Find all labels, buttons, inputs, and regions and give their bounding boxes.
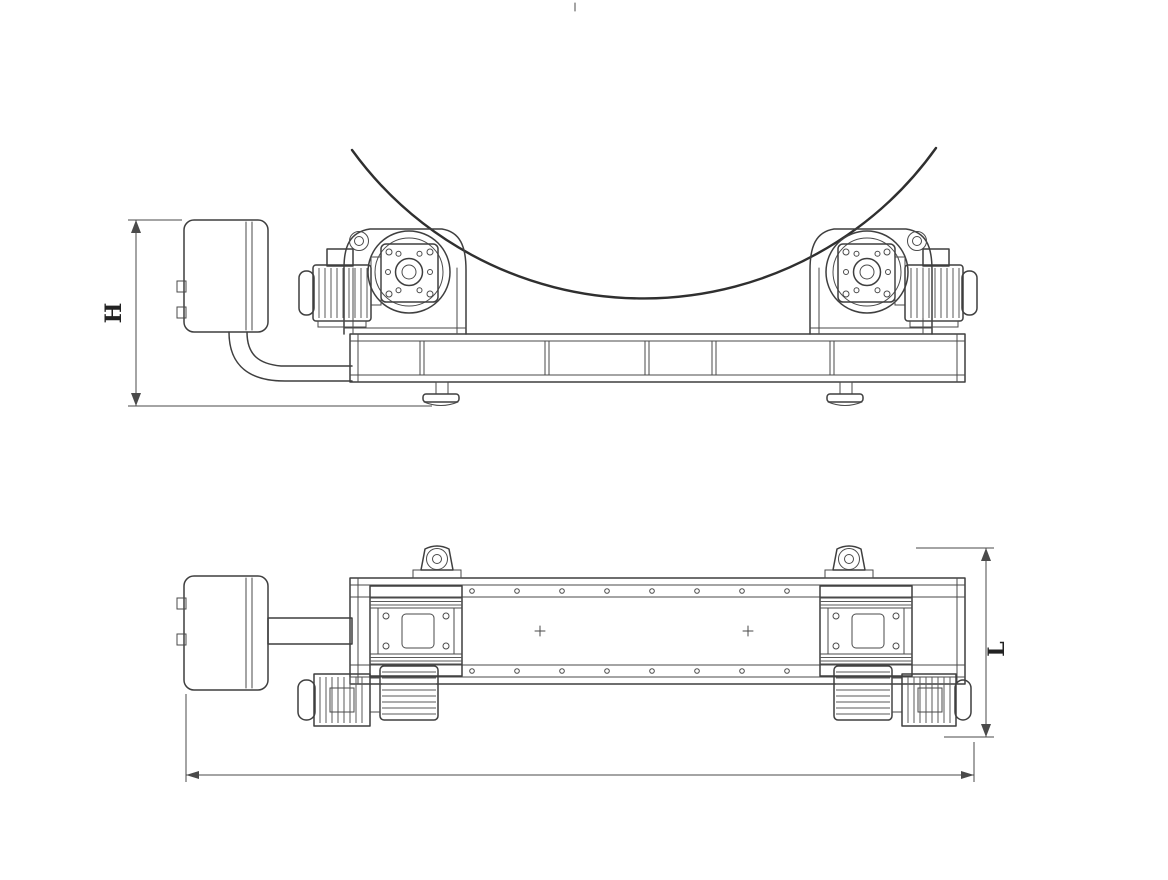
right-motor-endcap [961, 270, 978, 316]
right-motor-base [909, 320, 959, 328]
h-arrow-down [131, 393, 141, 406]
beam-stiffeners [419, 340, 835, 376]
vessel-arc [350, 146, 938, 300]
left-motor-base [317, 320, 367, 328]
left-roller-wheel [367, 230, 451, 314]
left-roller-carriage [369, 585, 463, 677]
control-box-hinge [176, 306, 187, 319]
width-arrow-right [961, 771, 974, 779]
right-lug-hole [912, 236, 922, 246]
right-plan-motor [901, 673, 957, 727]
h-arrow-up [131, 220, 141, 233]
right-plan-flange [891, 677, 903, 713]
control-box-hinge [176, 280, 187, 293]
l-arrow-up [981, 548, 991, 561]
right-plan-motor-assembly [833, 665, 972, 727]
left-roller-bracket [343, 228, 467, 335]
left-motor-terminal-box [326, 248, 354, 267]
width-arrow-left [186, 771, 199, 779]
left-shaft-pedestal [412, 545, 462, 579]
left-lug-hole [354, 236, 364, 246]
right-plan-motor-endcap [954, 679, 972, 721]
l-arrow-down [981, 724, 991, 737]
right-motor-terminal-box [922, 248, 950, 267]
left-motor-endcap [298, 270, 315, 316]
left-plan-flange [369, 677, 381, 713]
plan-frame [349, 577, 966, 685]
plan-view: L [176, 545, 1010, 782]
right-drive-motor [904, 248, 978, 328]
right-plan-gearbox [833, 665, 893, 721]
height-dimension-label: H [101, 303, 127, 324]
right-shaft-pedestal [824, 545, 874, 579]
right-lifting-lug [907, 231, 927, 251]
connecting-shaft [267, 617, 353, 645]
right-roller-wheel [825, 230, 909, 314]
control-box-hinge [176, 633, 187, 646]
right-motor-fins [910, 268, 960, 318]
right-support-foot [826, 381, 864, 406]
control-box-plan [176, 575, 353, 691]
height-dimension: H [101, 219, 432, 407]
left-plan-gearbox [379, 665, 439, 721]
overall-width-dimension [185, 694, 975, 782]
left-motor-fins [318, 268, 368, 318]
control-arm [246, 331, 353, 367]
left-drive-motor [298, 248, 372, 328]
right-plan-gearbox-ribs [836, 671, 890, 715]
front-elevation-view: H [101, 146, 978, 407]
left-gearbox-plate [380, 243, 439, 303]
control-box-front [176, 219, 353, 382]
right-roller-carriage [819, 585, 913, 677]
right-roller-bracket [809, 228, 933, 335]
left-plan-motor-assembly [297, 665, 439, 727]
left-support-foot [422, 381, 460, 406]
left-plan-motor [313, 673, 371, 727]
base-beam [349, 333, 966, 383]
center-marks [534, 625, 754, 637]
right-roller-assembly [809, 228, 978, 335]
left-plan-motor-endcap [297, 679, 316, 721]
left-lifting-lug [349, 231, 369, 251]
right-hub [852, 257, 882, 287]
length-dimension-label: L [984, 641, 1010, 656]
left-plan-gearbox-ribs [382, 671, 436, 715]
control-box-hinge [176, 597, 187, 610]
left-plan-motor-fins [319, 677, 363, 723]
left-roller-assembly [298, 228, 467, 335]
right-gearbox-plate [837, 243, 896, 303]
left-hub [394, 257, 424, 287]
rail-bolts [469, 588, 790, 674]
length-dimension: L [916, 547, 1010, 738]
right-plan-motor-fins [907, 677, 951, 723]
